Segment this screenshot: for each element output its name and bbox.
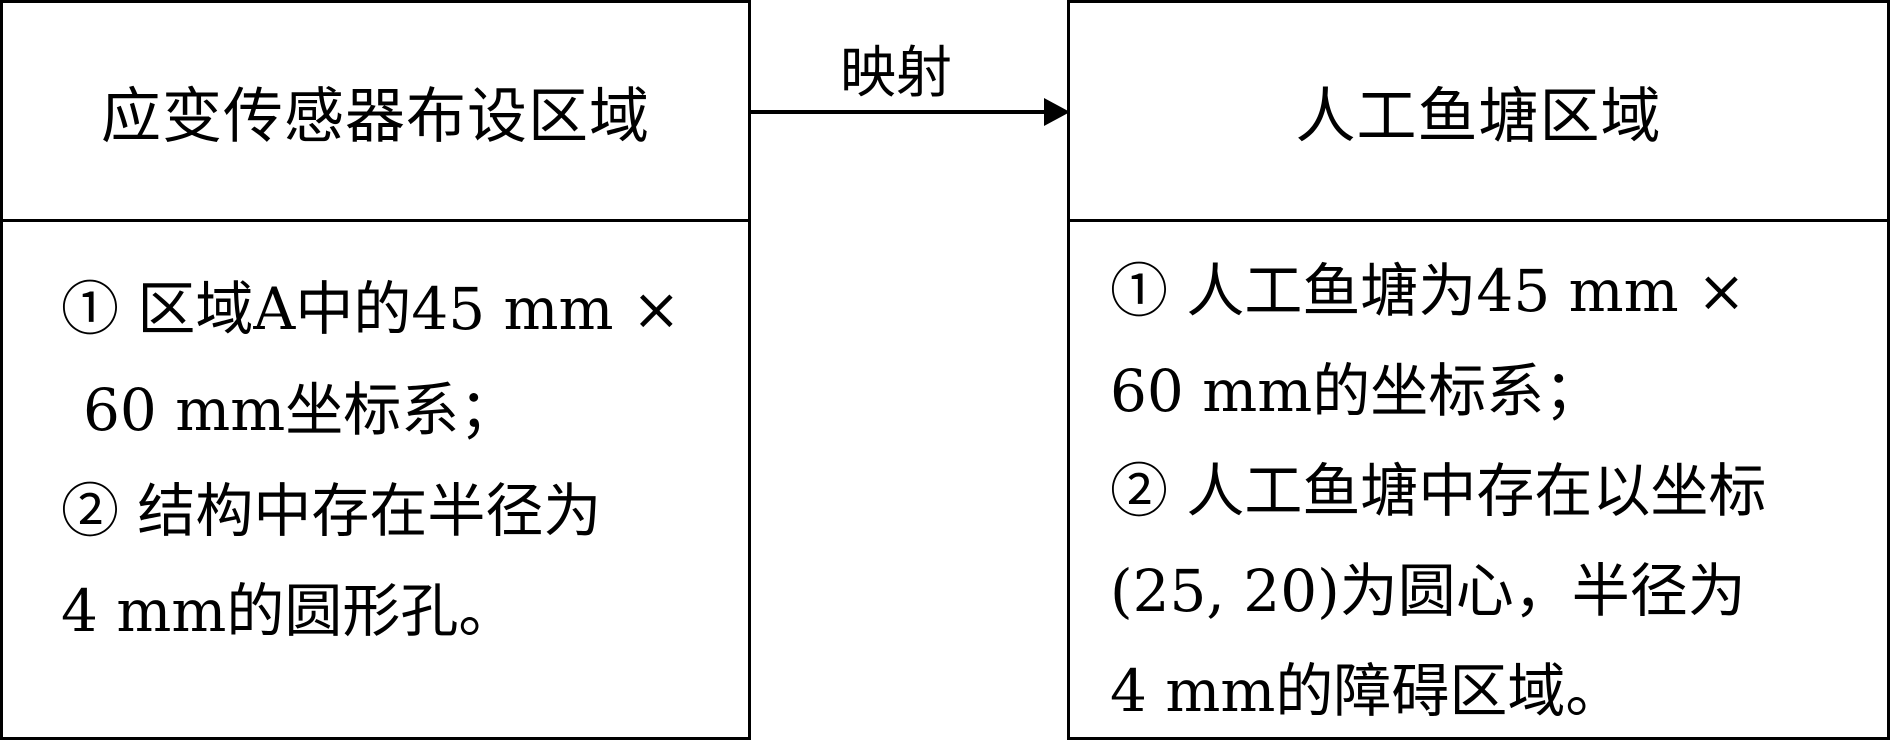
fish-pond-area-body: ① 人工鱼塘为45 mm × 60 mm的坐标系； ② 人工鱼塘中存在以坐标 (… xyxy=(1070,222,1887,737)
mapping-label: 映射 xyxy=(840,41,952,106)
strain-sensor-area-line-4: 4 mm的圆形孔。 xyxy=(61,577,517,645)
fish-pond-area-line-5: 4 mm的障碍区域。 xyxy=(1110,657,1624,725)
fish-pond-area-title: 人工鱼塘区域 xyxy=(1070,3,1887,222)
strain-sensor-area-line-2: 60 mm坐标系； xyxy=(83,376,518,444)
fish-pond-area-line-4: (25, 20)为圆心，半径为 xyxy=(1110,557,1746,625)
strain-sensor-area-box: 应变传感器布设区域 ① 区域A中的45 mm × 60 mm坐标系； ② 结构中… xyxy=(0,0,751,740)
strain-sensor-area-line-1: ① 区域A中的45 mm × xyxy=(61,275,681,343)
fish-pond-area-box: 人工鱼塘区域 ① 人工鱼塘为45 mm × 60 mm的坐标系； ② 人工鱼塘中… xyxy=(1067,0,1890,740)
fish-pond-area-line-3: ② 人工鱼塘中存在以坐标 xyxy=(1110,457,1767,525)
strain-sensor-area-line-3: ② 结构中存在半径为 xyxy=(61,477,602,545)
fish-pond-area-line-2: 60 mm的坐标系； xyxy=(1110,357,1603,425)
mapping-arrow-head xyxy=(1044,98,1070,126)
fish-pond-area-line-1: ① 人工鱼塘为45 mm × xyxy=(1110,257,1746,325)
mapping-arrow xyxy=(748,98,1070,126)
strain-sensor-area-title: 应变传感器布设区域 xyxy=(3,3,748,222)
strain-sensor-area-body: ① 区域A中的45 mm × 60 mm坐标系； ② 结构中存在半径为 4 mm… xyxy=(3,222,748,737)
